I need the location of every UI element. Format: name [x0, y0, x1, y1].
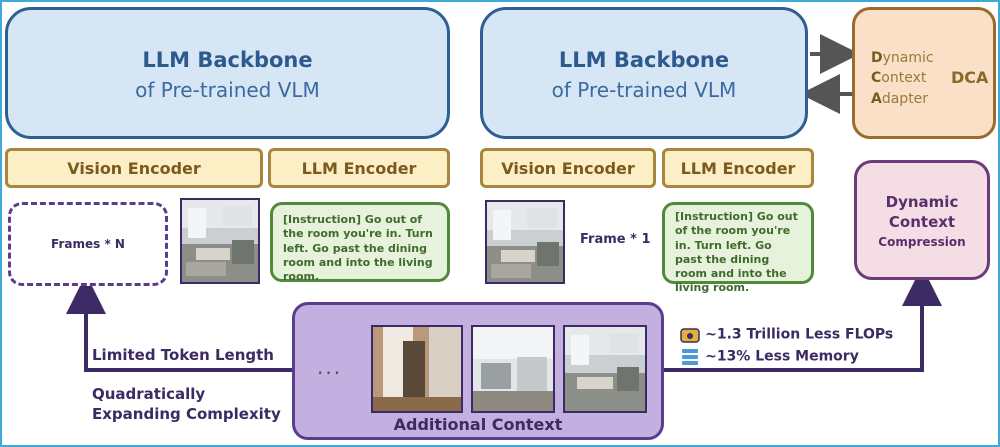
left-vision-encoder: Vision Encoder — [5, 148, 263, 188]
context-frame-3 — [563, 325, 647, 413]
memory-stack-icon — [682, 348, 698, 365]
gauge-icon — [680, 327, 700, 343]
left-instruction-text: [Instruction] Go out of the room you're … — [283, 213, 433, 284]
limited-token-length-label: Limited Token Length — [92, 346, 274, 364]
dynamic-context-compression-box: Dynamic Context Compression — [854, 160, 990, 280]
right-instruction-text: [Instruction] Go out of the room you're … — [675, 210, 798, 295]
dca-line-adapter: Adapter — [871, 90, 929, 107]
frames-n-box: Frames * N — [8, 202, 168, 286]
dcc-line-dynamic: Dynamic — [885, 193, 959, 211]
left-backbone-subtitle: of Pre-trained VLM — [135, 78, 320, 102]
additional-context-label: Additional Context — [393, 415, 563, 434]
left-backbone-title: LLM Backbone — [142, 48, 313, 72]
quadratic-complexity-label: Quadratically Expanding Complexity — [92, 385, 281, 423]
context-frame-1 — [371, 325, 463, 413]
room-image-icon — [487, 202, 563, 282]
right-backbone-title: LLM Backbone — [558, 48, 730, 72]
dcc-line-context: Context — [888, 213, 956, 231]
left-llm-backbone: LLM Backbone of Pre-trained VLM — [5, 7, 450, 139]
dca-box: Dynamic Context Adapter DCA — [852, 7, 996, 139]
right-vision-encoder: Vision Encoder — [480, 148, 656, 188]
dcc-line-compression: Compression — [878, 235, 966, 249]
context-ellipsis: ... — [317, 355, 343, 379]
additional-context-box: ... — [292, 302, 664, 440]
dca-fullname: Dynamic Context Adapter — [871, 48, 934, 109]
right-instruction-box: [Instruction] Go out of the room you're … — [662, 202, 814, 294]
flops-savings: ~1.3 Trillion Less FLOPs — [680, 324, 893, 344]
context-frame-2 — [471, 325, 555, 413]
frame-1-label: Frame * 1 — [580, 232, 651, 247]
dca-abbr: DCA — [951, 68, 989, 87]
right-frame-thumbnail — [485, 200, 565, 284]
room-image-icon — [373, 327, 461, 411]
left-llm-encoder: LLM Encoder — [268, 148, 450, 188]
room-image-icon — [565, 327, 645, 411]
room-image-icon — [182, 200, 258, 282]
right-backbone-subtitle: of Pre-trained VLM — [551, 78, 737, 102]
dca-line-dynamic: Dynamic — [871, 50, 934, 66]
left-frame-thumbnail — [180, 198, 260, 284]
token-limit-arrow — [66, 274, 292, 372]
compression-arrow — [664, 266, 942, 372]
memory-savings: ~13% Less Memory — [680, 346, 859, 366]
dca-line-context: Context — [871, 70, 927, 87]
right-llm-backbone: LLM Backbone of Pre-trained VLM — [480, 7, 808, 139]
left-instruction-box: [Instruction] Go out of the room you're … — [270, 202, 450, 284]
right-llm-encoder: LLM Encoder — [662, 148, 814, 188]
room-image-icon — [473, 327, 553, 411]
